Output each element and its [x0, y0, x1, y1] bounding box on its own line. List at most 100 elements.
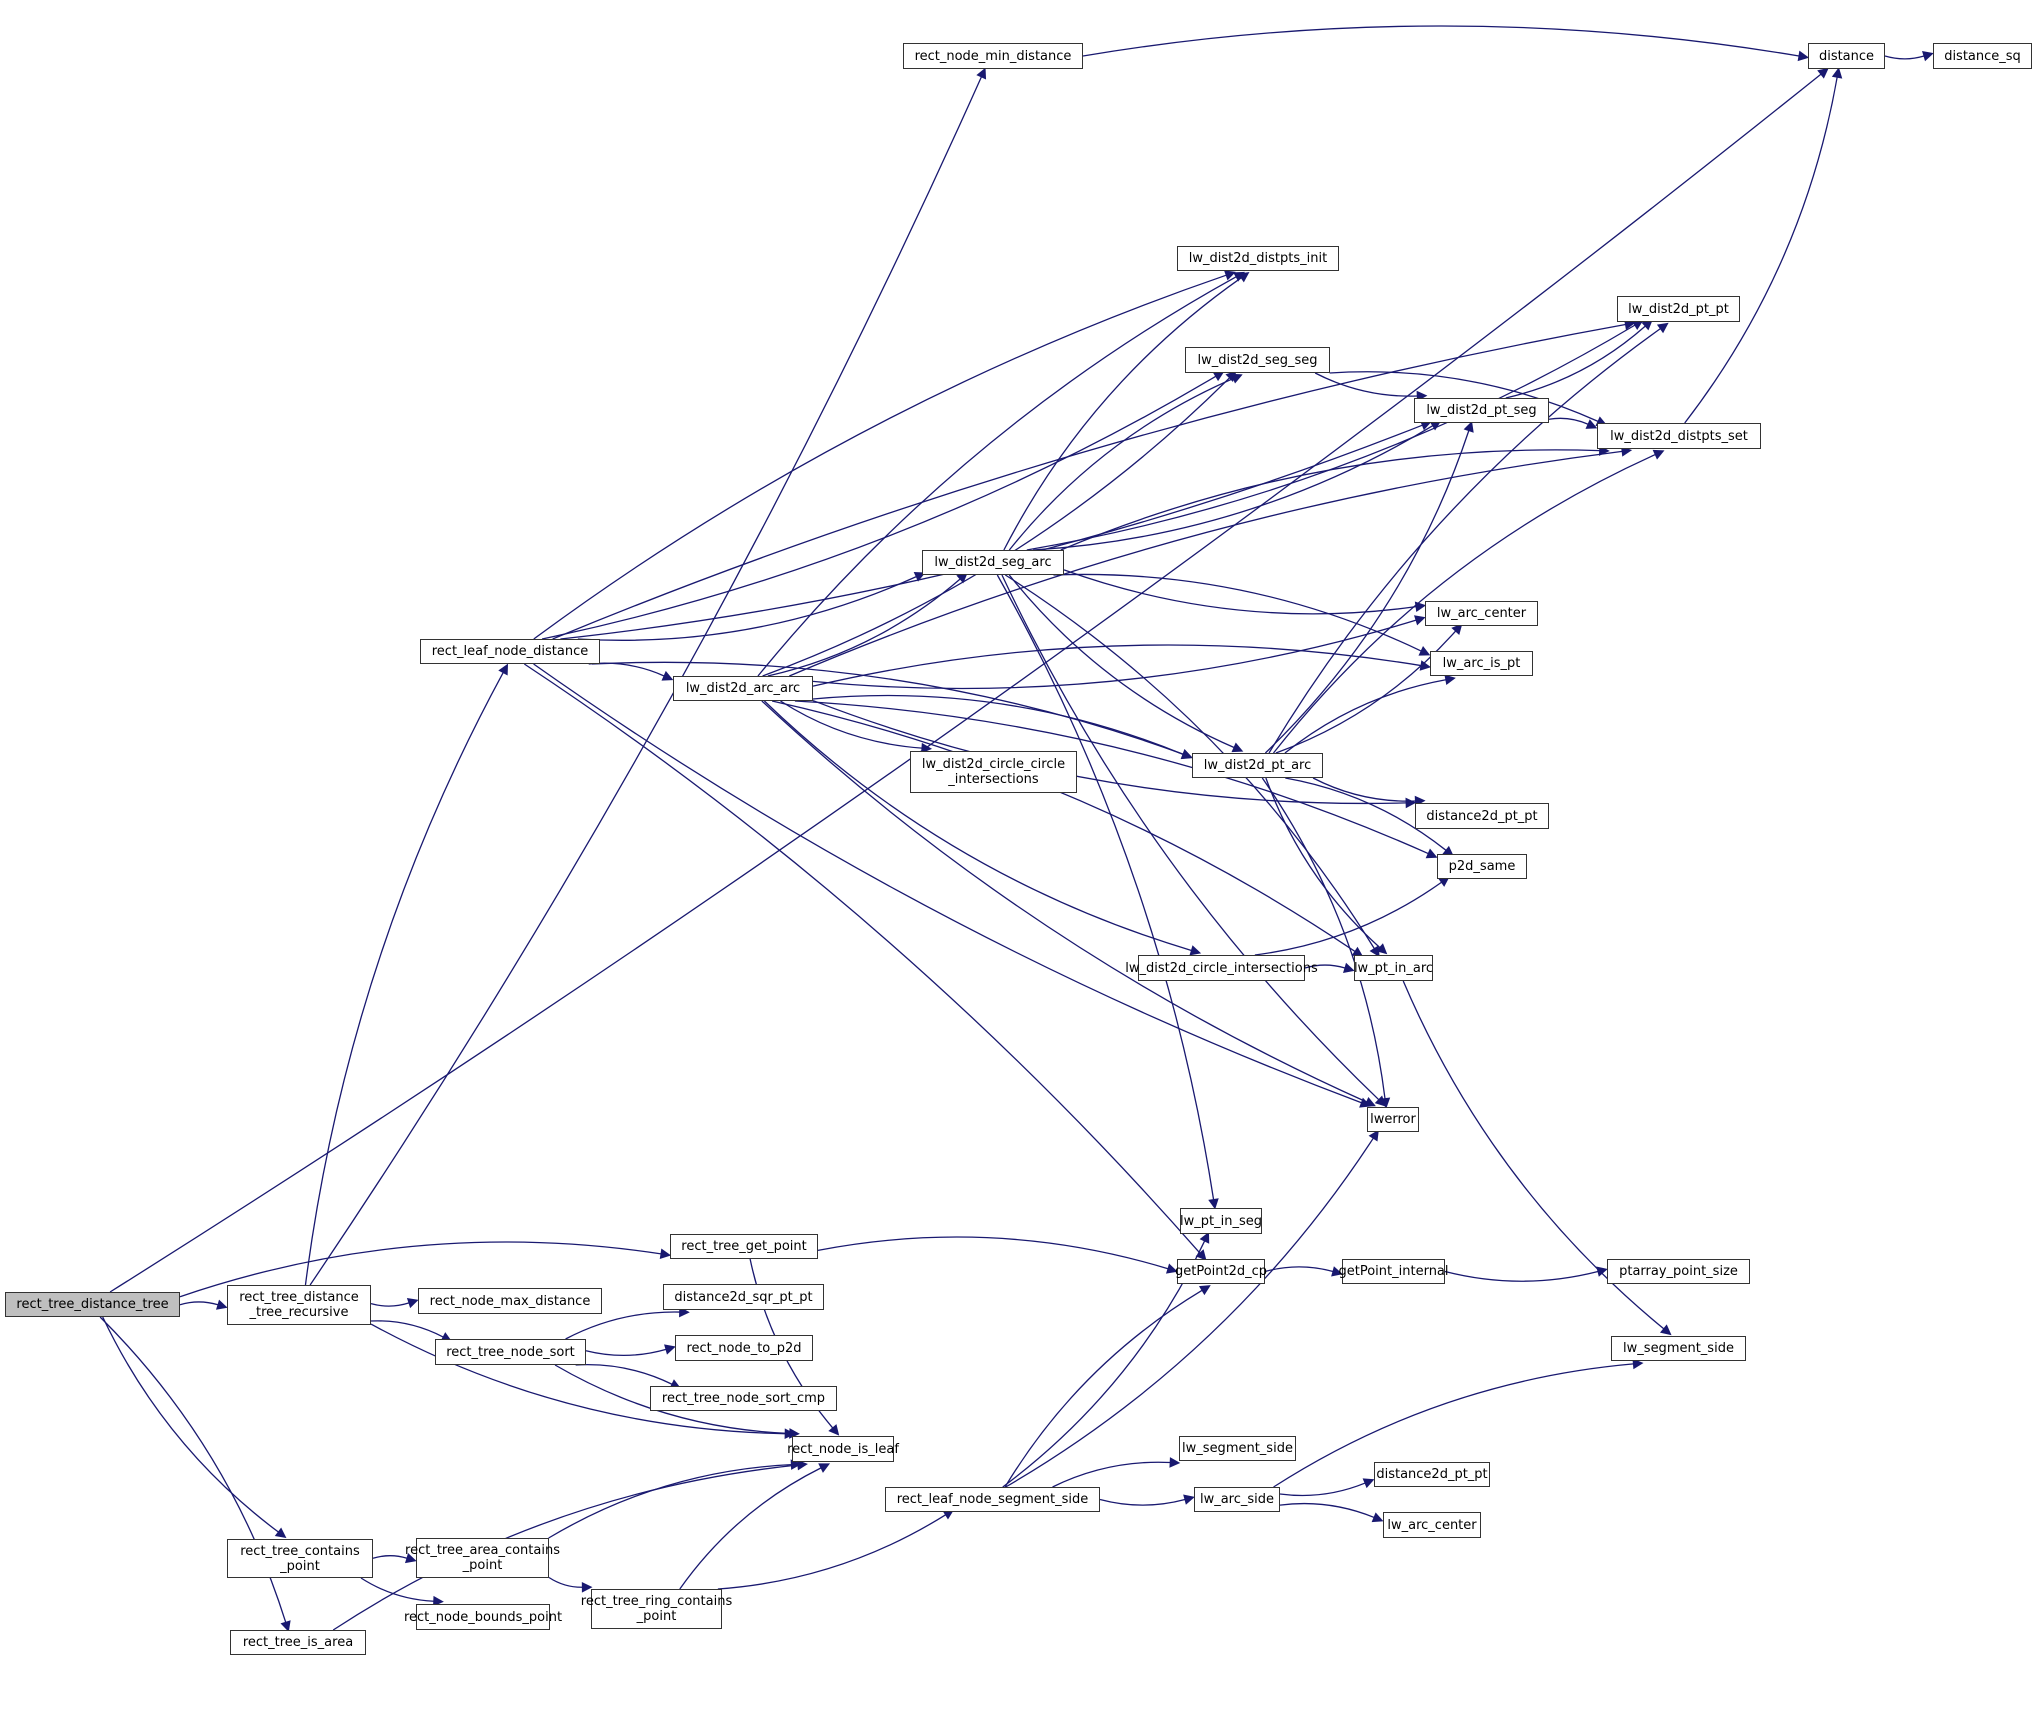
edge-lw_dist2d_pt_arc-to-lw_arc_center	[1275, 630, 1457, 754]
node-rect-node-max-distance[interactable]: rect_node_max_distance	[418, 1288, 602, 1314]
arrowhead-icon	[1331, 1266, 1343, 1277]
arrowhead-icon	[1198, 1285, 1211, 1296]
node-lw-dist2d-pt-seg[interactable]: lw_dist2d_pt_seg	[1414, 398, 1549, 423]
arrowhead-icon	[818, 1463, 831, 1473]
node-rect-leaf-node-distance[interactable]: rect_leaf_node_distance	[420, 639, 600, 664]
node-lw-dist2d-pt-arc[interactable]: lw_dist2d_pt_arc	[1192, 753, 1323, 778]
edge-lw_dist2d_arc_arc-to-lw_dist2d_circle_circle_intersections	[780, 700, 923, 749]
arrowhead-icon	[1208, 1198, 1219, 1210]
node-rect-node-to-p2d[interactable]: rect_node_to_p2d	[675, 1335, 813, 1361]
edge-lw_dist2d_distpts_set-to-distance	[1684, 77, 1838, 424]
node-rect-node-bounds-point[interactable]: rect_node_bounds_point	[404, 1604, 562, 1630]
node-lw-dist2d-arc-arc[interactable]: lw_dist2d_arc_arc	[673, 676, 813, 701]
edge-lw_dist2d_arc_arc-to-lw_dist2d_distpts_set	[789, 450, 1623, 677]
node-p2d-same[interactable]: p2d_same	[1437, 854, 1527, 879]
edge-rect_leaf_node_distance-to-lw_dist2d_seg_seg	[541, 375, 1217, 640]
edge-lw_pt_in_arc-to-lw_segment_side_r	[1402, 980, 1665, 1330]
node-rect-tree-distance-tree[interactable]: rect_tree_distance_tree	[5, 1292, 180, 1317]
node-rect-tree-contains-point[interactable]: rect_tree_contains _point	[227, 1539, 373, 1578]
arrowhead-icon	[1199, 1231, 1210, 1244]
edge-lw_dist2d_pt_arc-to-lw_pt_in_arc	[1265, 777, 1381, 949]
node-distance2d-sqr-pt-pt[interactable]: distance2d_sqr_pt_pt	[663, 1284, 824, 1310]
node-rect-tree-get-point[interactable]: rect_tree_get_point	[670, 1234, 818, 1259]
node-lw-dist2d-circle-intersections[interactable]: lw_dist2d_circle_intersections	[1125, 955, 1318, 981]
node-distance-sq[interactable]: distance_sq	[1933, 43, 2032, 69]
edge-lw_dist2d_pt_arc-to-lw_dist2d_distpts_set	[1272, 453, 1656, 754]
node-distance2d-pt-pt[interactable]: distance2d_pt_pt	[1374, 1462, 1490, 1487]
node-rect-node-min-distance[interactable]: rect_node_min_distance	[903, 43, 1083, 69]
node-rect-tree-ring-contains-point[interactable]: rect_tree_ring_contains _point	[581, 1589, 732, 1629]
node-rect-tree-is-area[interactable]: rect_tree_is_area	[230, 1630, 366, 1655]
edge-distance-to-distance_sq	[1884, 55, 1925, 60]
edge-lw_dist2d_seg_arc-to-lw_dist2d_pt_seg	[1033, 425, 1434, 551]
edge-lw_dist2d_pt_arc-to-lw_dist2d_pt_pt	[1268, 328, 1661, 754]
node-lw-segment-side[interactable]: lw_segment_side	[1179, 1436, 1296, 1461]
node-rect-node-is-leaf[interactable]: rect_node_is_leaf	[787, 1436, 899, 1462]
edge-getPoint2d_cp-to-getPoint_internal	[1264, 1266, 1334, 1273]
node-getpoint-internal[interactable]: getPoint_internal	[1339, 1259, 1449, 1284]
edge-rect_tree_area_contains_point-to-rect_tree_ring_contains_point	[548, 1576, 583, 1588]
node-lw-segment-side[interactable]: lw_segment_side	[1611, 1336, 1746, 1361]
node-rect-leaf-node-segment-side[interactable]: rect_leaf_node_segment_side	[885, 1487, 1100, 1512]
edge-lw_dist2d_arc_arc-to-lw_arc_is_pt	[812, 644, 1422, 687]
edge-rect_tree_distance_tree-to-distance	[109, 73, 1822, 1293]
node-ptarray-point-size[interactable]: ptarray_point_size	[1607, 1259, 1750, 1284]
node-rect-tree-node-sort-cmp[interactable]: rect_tree_node_sort_cmp	[650, 1386, 837, 1411]
arrowhead-icon	[1817, 67, 1829, 79]
edge-lw_dist2d_arc_arc-to-distance2d_pt_pt	[812, 699, 1407, 805]
arrowhead-icon	[1364, 1096, 1376, 1107]
edge-rect_tree_distance_tree-to-rect_tree_contains_point	[102, 1316, 279, 1533]
edge-rect_tree_distance_tree_recursive-to-rect_node_min_distance	[309, 76, 982, 1286]
node-rect-tree-distance-tree-recursive[interactable]: rect_tree_distance _tree_recursive	[227, 1285, 371, 1325]
edge-rect_leaf_node_distance-to-lw_dist2d_seg_arc	[577, 576, 917, 641]
edge-lw_dist2d_arc_arc-to-lw_dist2d_pt_arc	[812, 694, 1184, 755]
arrowhead-icon	[1444, 674, 1456, 686]
node-lw-dist2d-distpts-set[interactable]: lw_dist2d_distpts_set	[1597, 423, 1761, 449]
arrowhead-icon	[664, 1344, 676, 1355]
node-distance[interactable]: distance	[1808, 43, 1885, 69]
arrowhead-icon	[1463, 421, 1474, 433]
arrowhead-icon	[976, 67, 987, 80]
edge-lw_dist2d_pt_arc-to-p2d_same	[1285, 777, 1447, 851]
node-lw-arc-center[interactable]: lw_arc_center	[1425, 601, 1538, 626]
node-rect-tree-area-contains-point[interactable]: rect_tree_area_contains _point	[405, 1538, 560, 1578]
arrowhead-icon	[1362, 1478, 1375, 1489]
edge-rect_tree_ring_contains_point-to-rect_node_is_leaf	[679, 1467, 822, 1590]
node-lw-pt-in-arc[interactable]: lw_pt_in_arc	[1354, 955, 1433, 981]
arrowhead-icon	[1169, 1457, 1181, 1468]
edge-rect_tree_area_contains_point-to-rect_node_is_leaf	[548, 1463, 792, 1539]
arrowhead-icon	[1379, 1097, 1391, 1109]
node-lw-arc-is-pt[interactable]: lw_arc_is_pt	[1430, 651, 1533, 676]
node-lw-dist2d-circle-circle-intersections[interactable]: lw_dist2d_circle_circle _intersections	[910, 751, 1077, 793]
node-distance2d-pt-pt[interactable]: distance2d_pt_pt	[1415, 803, 1549, 829]
edge-rect_leaf_node_distance-to-lw_dist2d_arc_arc	[588, 662, 665, 677]
node-lw-arc-side[interactable]: lw_arc_side	[1194, 1487, 1280, 1512]
node-lw-dist2d-distpts-init[interactable]: lw_dist2d_distpts_init	[1177, 246, 1339, 271]
edge-lw_dist2d_arc_arc-to-lwerror	[761, 700, 1367, 1103]
edge-rect_tree_distance_tree_recursive-to-rect_tree_node_sort	[370, 1320, 444, 1338]
node-lw-pt-in-seg[interactable]: lw_pt_in_seg	[1180, 1208, 1262, 1234]
edge-rect_tree_node_sort-to-rect_tree_node_sort_cmp	[575, 1364, 673, 1385]
edge-rect_tree_node_sort-to-rect_node_is_leaf	[554, 1364, 790, 1435]
node-lw-dist2d-pt-pt[interactable]: lw_dist2d_pt_pt	[1617, 296, 1740, 322]
edge-lw_dist2d_arc_arc-to-lw_dist2d_seg_arc	[767, 578, 961, 677]
node-rect-tree-node-sort[interactable]: rect_tree_node_sort	[435, 1339, 586, 1365]
edge-rect_leaf_node_segment_side-to-lwerror	[1005, 1137, 1374, 1488]
edge-lw_dist2d_pt_arc-to-distance2d_pt_pt	[1312, 777, 1416, 802]
node-lw-dist2d-seg-arc[interactable]: lw_dist2d_seg_arc	[922, 550, 1064, 575]
edge-lw_dist2d_seg_arc-to-lw_dist2d_seg_seg	[1008, 377, 1234, 551]
edge-rect_tree_node_sort-to-distance2d_sqr_pt_pt	[565, 1311, 680, 1340]
arrowhead-icon	[659, 1248, 672, 1260]
node-lw-dist2d-seg-seg[interactable]: lw_dist2d_seg_seg	[1185, 347, 1330, 373]
edge-lw_dist2d_arc_arc-to-lw_dist2d_seg_seg	[762, 377, 1231, 677]
edge-lw_dist2d_seg_arc-to-lw_dist2d_pt_arc	[1008, 574, 1235, 749]
arrowhead-icon	[274, 1527, 287, 1539]
edge-lw_dist2d_seg_arc-to-lw_arc_center	[1063, 569, 1417, 615]
node-lwerror[interactable]: lwerror	[1367, 1107, 1419, 1132]
arrowhead-icon	[1230, 373, 1243, 384]
node-getpoint2d-cp[interactable]: getPoint2d_cp	[1175, 1259, 1267, 1284]
edge-rect_leaf_node_distance-to-getPoint2d_cp	[523, 663, 1201, 1254]
node-lw-arc-center[interactable]: lw_arc_center	[1383, 1512, 1481, 1538]
